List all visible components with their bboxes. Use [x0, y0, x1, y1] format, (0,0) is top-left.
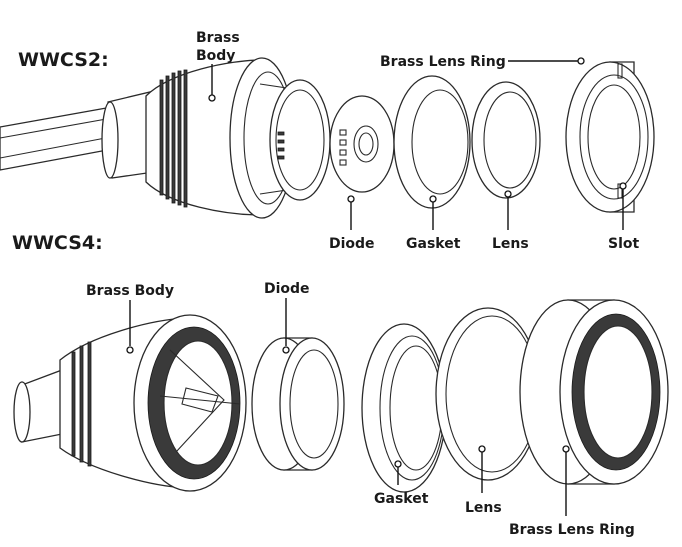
wwcs4-label-lens: Lens	[465, 500, 502, 516]
wwcs2-callout-brass-lens-ring: Brass Lens Ring	[380, 54, 585, 70]
wwcs2-brass-body	[145, 57, 331, 219]
wwcs4-diode	[251, 337, 345, 471]
wwcs2-callout-slot: Slot	[608, 182, 640, 252]
wwcs2-label-brass-body-line2: Body	[196, 48, 235, 64]
wwcs4-callout-gasket: Gasket	[374, 460, 429, 507]
wwcs2-callout-gasket: Gasket	[406, 195, 461, 252]
wwcs2-brass-lens-ring	[565, 61, 655, 213]
wwcs2-cable-collar	[101, 91, 155, 179]
wwcs2-label-slot: Slot	[608, 236, 640, 252]
wwcs4-assembly: WWCS4:	[12, 232, 669, 538]
wwcs4-brass-body	[59, 314, 247, 492]
wwcs4-callout-brass-lens-ring: Brass Lens Ring	[509, 445, 635, 538]
wwcs4-title: WWCS4:	[12, 232, 103, 254]
wwcs4-gasket	[361, 323, 447, 493]
wwcs2-cable	[0, 106, 119, 171]
wwcs2-label-brass-lens-ring: Brass Lens Ring	[380, 54, 506, 70]
wwcs2-callout-lens: Lens	[492, 190, 529, 252]
wwcs4-label-diode: Diode	[264, 281, 310, 297]
wwcs4-label-brass-body: Brass Body	[86, 283, 174, 299]
wwcs2-title: WWCS2:	[18, 49, 109, 71]
wwcs2-label-gasket: Gasket	[406, 236, 461, 252]
wwcs2-gasket	[393, 75, 471, 209]
wwcs2-assembly: WWCS2:	[0, 30, 655, 252]
wwcs4-label-gasket: Gasket	[374, 491, 429, 507]
wwcs4-callout-brass-body: Brass Body	[86, 283, 174, 354]
wwcs2-lens	[471, 81, 541, 199]
wwcs4-callout-diode: Diode	[264, 281, 310, 354]
wwcs2-callout-brass-body: Brass Body	[196, 30, 240, 102]
wwcs4-brass-lens-ring	[519, 299, 669, 485]
wwcs4-cable-stub	[13, 369, 63, 443]
wwcs2-callout-diode: Diode	[329, 195, 375, 252]
wwcs4-callout-lens: Lens	[465, 445, 502, 516]
wwcs4-label-brass-lens-ring: Brass Lens Ring	[509, 522, 635, 538]
wwcs2-label-diode: Diode	[329, 236, 375, 252]
wwcs2-label-brass-body-line1: Brass	[196, 30, 240, 46]
wwcs2-label-lens: Lens	[492, 236, 529, 252]
wwcs2-diode	[329, 95, 395, 193]
